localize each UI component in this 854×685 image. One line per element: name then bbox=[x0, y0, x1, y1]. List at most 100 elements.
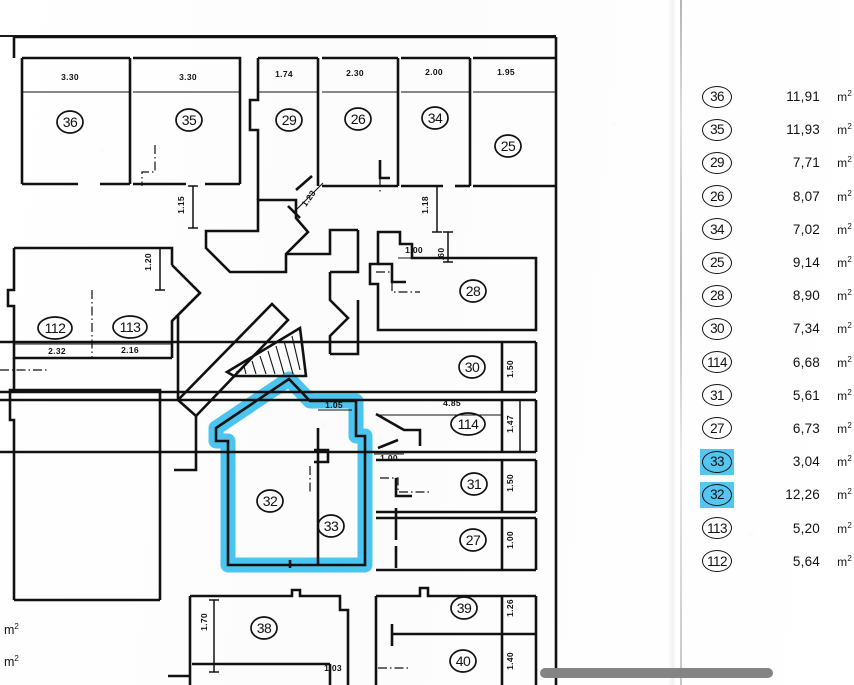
plan-dimension-3: 2.30 bbox=[346, 68, 364, 78]
legend-room-badge-113: 113 bbox=[700, 515, 734, 541]
left-lower-bay bbox=[8, 358, 16, 600]
plan-room-number-31: 31 bbox=[467, 476, 482, 492]
plan-room-circle-113 bbox=[112, 315, 148, 339]
plan-dimension-9: 1.20 bbox=[143, 253, 153, 271]
legend-room-number-33: 33 bbox=[702, 450, 732, 473]
plan-dimension-20: 1.00 bbox=[505, 531, 515, 549]
legend-area-unit-29: m2 bbox=[837, 155, 852, 171]
room-31-door-jamb bbox=[377, 438, 399, 450]
plan-dimension-12: 2.32 bbox=[48, 346, 66, 356]
legend-room-badge-30: 30 bbox=[700, 316, 734, 342]
legend-area-unit-30: m2 bbox=[837, 321, 852, 337]
dim-tick-60 bbox=[443, 231, 453, 263]
scan-artifact-line bbox=[680, 0, 682, 685]
legend-area-unit-28: m2 bbox=[837, 288, 852, 304]
legend-room-number-34: 34 bbox=[702, 218, 732, 241]
plan-room-circle-34 bbox=[421, 106, 449, 130]
floor-plan-drawing: 363529263425112113283011431273233383940 … bbox=[0, 35, 558, 685]
plan-dimension-15: 4.85 bbox=[443, 398, 461, 408]
plan-room-circle-35 bbox=[175, 108, 203, 132]
plan-dimension-22: 1.03 bbox=[324, 663, 342, 673]
corridor-upper-extension bbox=[286, 228, 358, 256]
legend-area-unit-27: m2 bbox=[837, 420, 852, 436]
dim-tick-115 bbox=[188, 185, 198, 229]
room-114-left-arm bbox=[375, 412, 422, 446]
legend-room-number-113: 113 bbox=[702, 517, 732, 540]
plan-dimension-17: 1.47 bbox=[505, 415, 515, 433]
room-29-outline bbox=[248, 58, 260, 200]
plan-room-number-33: 33 bbox=[324, 518, 339, 534]
plan-room-circle-25 bbox=[494, 134, 522, 158]
stray-unit-mark-0: m2 bbox=[4, 622, 19, 638]
legend-room-number-28: 28 bbox=[702, 284, 732, 307]
legend-room-badge-25: 25 bbox=[700, 250, 734, 276]
legend-area-unit-35: m2 bbox=[837, 122, 852, 138]
plan-dimension-13: 2.16 bbox=[121, 345, 139, 355]
left-lower-bay-inner bbox=[14, 388, 162, 600]
plan-dimension-8: 1.18 bbox=[420, 196, 430, 214]
room-27-outline bbox=[376, 516, 538, 572]
plan-room-number-35: 35 bbox=[182, 112, 197, 128]
legend-area-unit-26: m2 bbox=[837, 188, 852, 204]
plan-room-circle-112 bbox=[37, 316, 73, 340]
room-31-niche bbox=[394, 478, 412, 498]
plan-room-number-40: 40 bbox=[456, 653, 471, 669]
lobby-notch-top bbox=[330, 230, 360, 274]
legend-room-number-114: 114 bbox=[702, 351, 732, 374]
plan-room-number-27: 27 bbox=[466, 532, 481, 548]
legend-room-number-26: 26 bbox=[702, 185, 732, 208]
lobby-notch-bottom bbox=[330, 300, 360, 356]
plan-dimension-24: 1.40 bbox=[505, 652, 515, 670]
legend-room-badge-28: 28 bbox=[700, 283, 734, 309]
stair-lower-return bbox=[174, 416, 198, 472]
stair-left-diagonal-wall bbox=[176, 292, 201, 400]
legend-area-unit-113: m2 bbox=[837, 520, 852, 536]
scrollbar-thumb[interactable] bbox=[540, 668, 773, 678]
plan-dimension-23: 1.26 bbox=[505, 599, 515, 617]
legend-room-badge-35: 35 bbox=[700, 117, 734, 143]
plan-room-circle-32 bbox=[256, 489, 284, 513]
plan-dimension-6: 1.15 bbox=[176, 196, 186, 214]
stray-unit-mark-1: m2 bbox=[4, 654, 19, 670]
legend-area-unit-112: m2 bbox=[837, 553, 852, 569]
room-28-left-notch bbox=[378, 262, 406, 284]
plan-room-number-25: 25 bbox=[501, 138, 516, 154]
door-29-leaf bbox=[295, 175, 313, 191]
legend-area-unit-33: m2 bbox=[837, 454, 852, 470]
horizontal-scrollbar[interactable] bbox=[540, 668, 854, 680]
legend-room-badge-29: 29 bbox=[700, 150, 734, 176]
left-diag-wall bbox=[170, 264, 202, 358]
legend-room-badge-33: 33 bbox=[700, 448, 734, 475]
room-114-outline bbox=[0, 398, 538, 454]
legend-room-badge-112: 112 bbox=[700, 548, 734, 574]
plan-dimension-21: 1.70 bbox=[199, 613, 209, 631]
plan-room-circle-29 bbox=[275, 108, 303, 132]
plan-dimension-16: 1.05 bbox=[325, 400, 343, 410]
plan-dimension-2: 1.74 bbox=[275, 69, 293, 79]
legend-area-unit-25: m2 bbox=[837, 255, 852, 271]
plan-dimension-1: 3.30 bbox=[179, 72, 197, 82]
legend-area-unit-114: m2 bbox=[837, 354, 852, 370]
plan-room-number-34: 34 bbox=[428, 110, 443, 126]
room-39-40-outline bbox=[374, 586, 538, 685]
plan-room-circle-30 bbox=[458, 355, 486, 379]
legend-area-unit-32: m2 bbox=[837, 487, 852, 503]
corridor-upper-outline bbox=[204, 198, 310, 274]
